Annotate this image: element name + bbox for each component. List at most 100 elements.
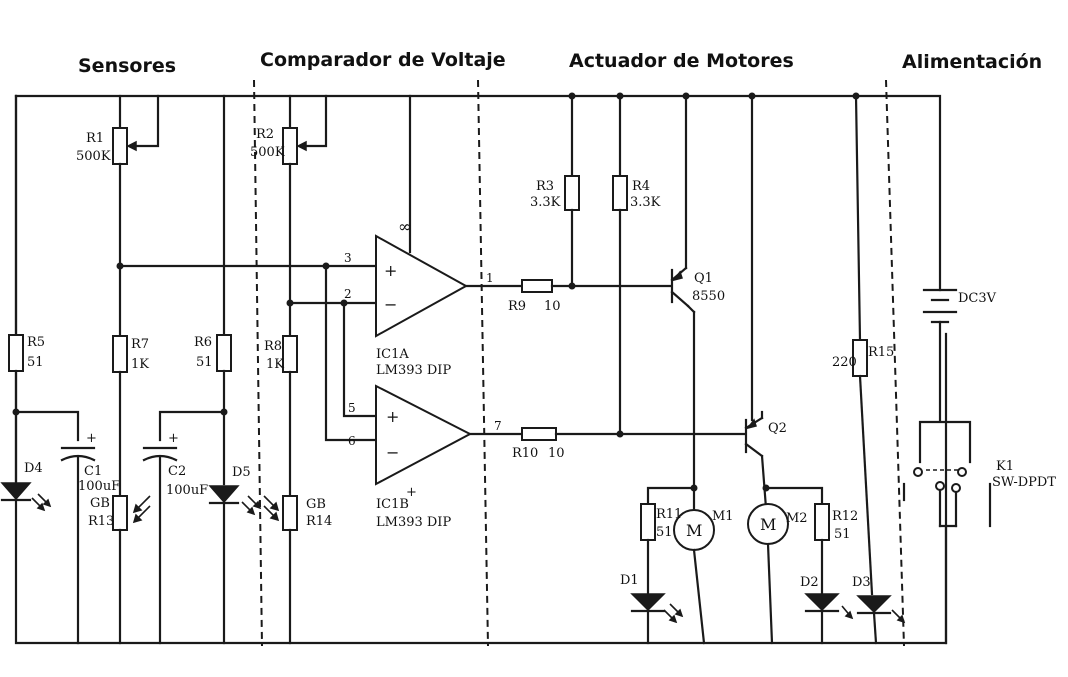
wire-r1-wiper xyxy=(128,94,160,148)
led-d2 xyxy=(804,593,840,613)
r15-value: 220 xyxy=(832,355,857,370)
junction-pin2 xyxy=(340,299,348,307)
junction-c2 xyxy=(220,408,228,416)
ic1a-plus: + xyxy=(384,261,397,280)
resistor-r11 xyxy=(640,503,656,541)
section-title-actuator: Actuador de Motores xyxy=(569,50,794,72)
ic1b-plus: + xyxy=(386,407,399,426)
r9-value: 10 xyxy=(544,299,561,314)
q1-name: Q1 xyxy=(694,271,713,286)
r14-name: R14 xyxy=(306,514,332,529)
opamp-ic1b xyxy=(375,384,473,486)
led-d5 xyxy=(208,485,262,516)
wire-pin3-to-pin6 xyxy=(324,264,378,442)
resistor-r5 xyxy=(8,334,24,372)
r1-value: 500K xyxy=(76,149,111,164)
r1-wiper-arrow xyxy=(126,140,137,152)
capacitor-c1 xyxy=(60,446,96,462)
wire-m2-bottom xyxy=(766,542,774,645)
r3-value: 3.3K xyxy=(530,195,561,210)
junction-r12 xyxy=(762,484,770,492)
wire-c1-top xyxy=(14,410,80,442)
r2-name: R2 xyxy=(256,127,274,142)
pin-3: 3 xyxy=(344,251,352,265)
c1-polarity: + xyxy=(86,431,97,446)
r14-light-arrows xyxy=(263,495,280,522)
divider-comparator-actuator xyxy=(477,79,489,647)
c2-name: C2 xyxy=(168,464,186,479)
junction-r15-rail xyxy=(852,92,860,100)
r3-name: R3 xyxy=(536,179,554,194)
d4-label: D4 xyxy=(24,461,43,476)
wire-r11-top xyxy=(646,486,696,506)
wire-c2-top xyxy=(158,410,226,442)
junction-q1-rail xyxy=(682,92,690,100)
r4-value: 3.3K xyxy=(630,195,661,210)
r6-name: R6 xyxy=(194,335,212,350)
wire-d3-bottom xyxy=(872,611,878,645)
junction-r11 xyxy=(690,484,698,492)
section-title-sensors: Sensores xyxy=(78,55,176,77)
photoresistor-r13 xyxy=(112,495,128,531)
switch-k1 xyxy=(902,420,992,528)
c2-value: 100uF xyxy=(166,483,208,498)
resistor-r4 xyxy=(612,175,628,211)
m1-symbol: M xyxy=(686,521,702,540)
capacitor-c2 xyxy=(142,446,178,462)
c2-polarity: + xyxy=(168,431,179,446)
resistor-r7 xyxy=(112,335,128,373)
pin-2: 2 xyxy=(344,287,352,301)
junction-c1 xyxy=(12,408,20,416)
r5-value: 51 xyxy=(27,355,44,370)
r13-name: R13 xyxy=(88,514,114,529)
m2-name: M2 xyxy=(786,511,808,526)
r15-name: R15 xyxy=(868,345,894,360)
q2-name: Q2 xyxy=(768,421,787,436)
r14-type: GB xyxy=(306,497,326,512)
resistor-r6 xyxy=(216,334,232,372)
resistor-r8 xyxy=(282,335,298,373)
d2-label: D2 xyxy=(800,575,819,590)
battery-label: DC3V xyxy=(958,291,997,306)
q1-value: 8550 xyxy=(692,289,725,304)
ic1a-power-mark: ∞ xyxy=(398,217,411,236)
c1-name: C1 xyxy=(84,464,102,479)
led-d1 xyxy=(630,593,684,624)
wire-r12-top xyxy=(764,486,824,506)
wire-r2-wiper xyxy=(298,94,328,148)
r12-name: R12 xyxy=(832,509,858,524)
r6-value: 51 xyxy=(196,355,213,370)
wire-m1-bottom xyxy=(692,548,706,645)
r11-name: R11 xyxy=(656,507,682,522)
r9-name: R9 xyxy=(508,299,526,314)
wire-r15-top xyxy=(854,94,862,342)
junction-q2-rail xyxy=(748,92,756,100)
ic1b-name: IC1B xyxy=(376,497,409,512)
section-title-comparator: Comparador de Voltaje xyxy=(260,49,506,71)
r12-value: 51 xyxy=(834,527,851,542)
r7-name: R7 xyxy=(131,337,149,352)
led-d3 xyxy=(841,595,906,624)
r8-name: R8 xyxy=(264,339,282,354)
ic1a-name: IC1A xyxy=(376,347,409,362)
positive-rail xyxy=(14,94,942,292)
r13-light-arrows xyxy=(132,495,151,524)
d3-label: D3 xyxy=(852,575,871,590)
ground-rail xyxy=(14,94,948,645)
r1-name: R1 xyxy=(86,131,104,146)
opamp-ic1a xyxy=(375,234,469,338)
junction-r2-r8 xyxy=(286,299,294,307)
d1-label: D1 xyxy=(620,573,639,588)
divider-sensors-comparator xyxy=(253,79,263,647)
r4-name: R4 xyxy=(632,179,650,194)
r5-name: R5 xyxy=(27,335,45,350)
resistor-r10 xyxy=(521,427,557,441)
m2-symbol: M xyxy=(760,515,776,534)
d5-label: D5 xyxy=(232,465,251,480)
m1-name: M1 xyxy=(712,509,734,524)
battery-dc3v xyxy=(922,288,958,324)
ic1b-gnd-mark: + xyxy=(406,485,417,500)
section-title-power: Alimentación xyxy=(902,51,1042,73)
junction-r4-rail xyxy=(616,92,624,100)
ic1a-minus: − xyxy=(384,295,397,314)
